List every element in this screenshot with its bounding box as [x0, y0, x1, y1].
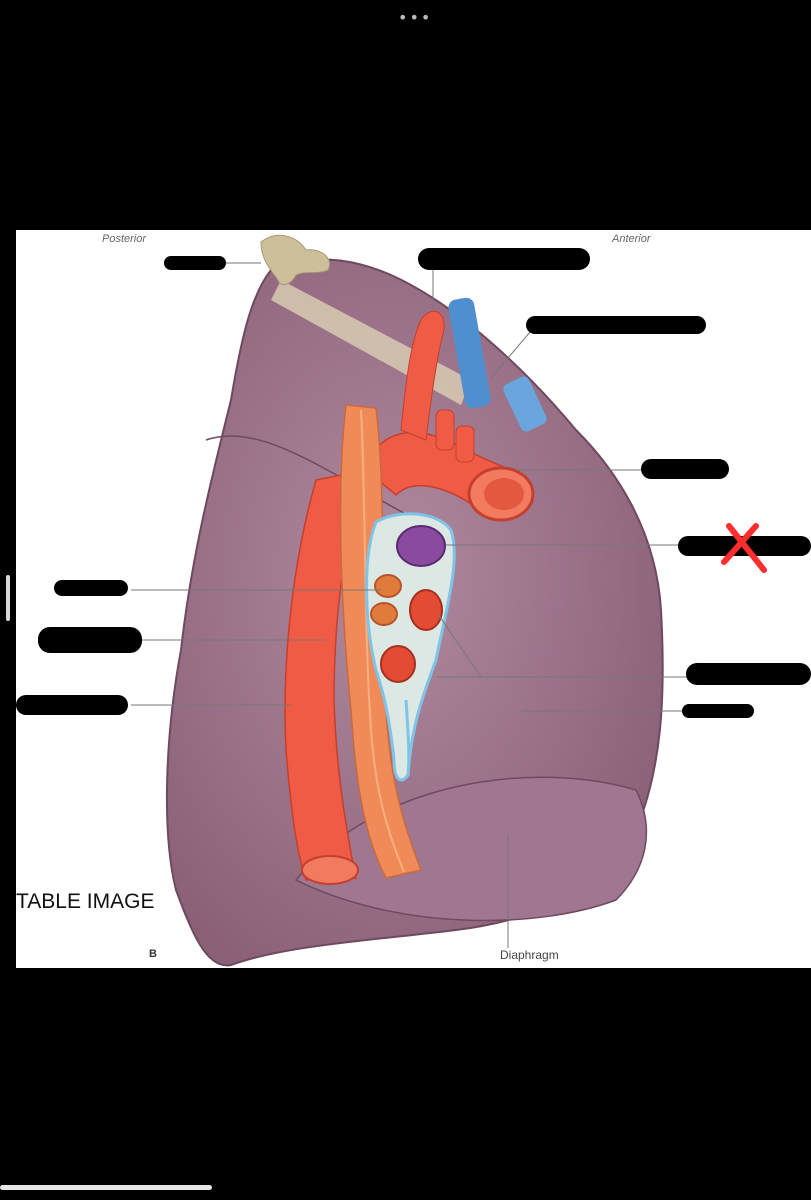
redaction-9 — [686, 663, 811, 685]
table-image-overlay-text: TABLE IMAGE — [16, 890, 155, 913]
pulmonary-vein-upper — [409, 589, 443, 631]
redaction-7 — [38, 627, 142, 653]
arch-branch — [455, 425, 475, 463]
diaphragm-label: Diaphragm — [500, 948, 559, 962]
red-x-icon — [721, 523, 767, 573]
redaction-2 — [418, 248, 590, 270]
redaction-3 — [526, 316, 706, 334]
descending-aorta — [284, 469, 368, 881]
esophagus-stripe — [360, 409, 405, 873]
pulmonary-ligament — [404, 699, 411, 776]
redaction-10 — [682, 704, 754, 718]
side-handle[interactable] — [6, 575, 10, 621]
subclavian-vein — [448, 297, 491, 409]
menu-dots-icon[interactable]: ••• — [398, 8, 433, 27]
bronchus-upper — [374, 574, 402, 598]
redaction-8 — [16, 695, 128, 715]
anatomy-figure: Posterior Anterior Diaphragm TABLE IMAGE… — [16, 230, 811, 968]
panel-letter: B — [149, 948, 157, 960]
bronchus-lower — [370, 602, 398, 626]
carotid-artery — [435, 409, 455, 451]
redaction-1 — [164, 256, 226, 270]
aorta-lumen — [484, 478, 524, 510]
redaction-6 — [54, 580, 128, 596]
lung-illustration — [16, 234, 811, 967]
home-indicator[interactable] — [0, 1185, 212, 1190]
brachiocephalic-vein — [503, 376, 547, 432]
descending-aorta-cut — [301, 855, 359, 885]
anterior-label: Anterior — [612, 233, 651, 245]
pulmonary-artery — [396, 525, 446, 567]
subclavian-artery — [400, 310, 445, 441]
left-edge-bar — [0, 0, 10, 1200]
leader-lines — [131, 262, 688, 948]
redaction-marks — [16, 248, 811, 718]
lung-fissure — [205, 435, 437, 531]
redaction-4 — [641, 459, 729, 479]
pulmonary-vein-lower — [380, 645, 416, 683]
vertebra-shape — [260, 234, 330, 286]
posterior-label: Posterior — [102, 233, 147, 245]
